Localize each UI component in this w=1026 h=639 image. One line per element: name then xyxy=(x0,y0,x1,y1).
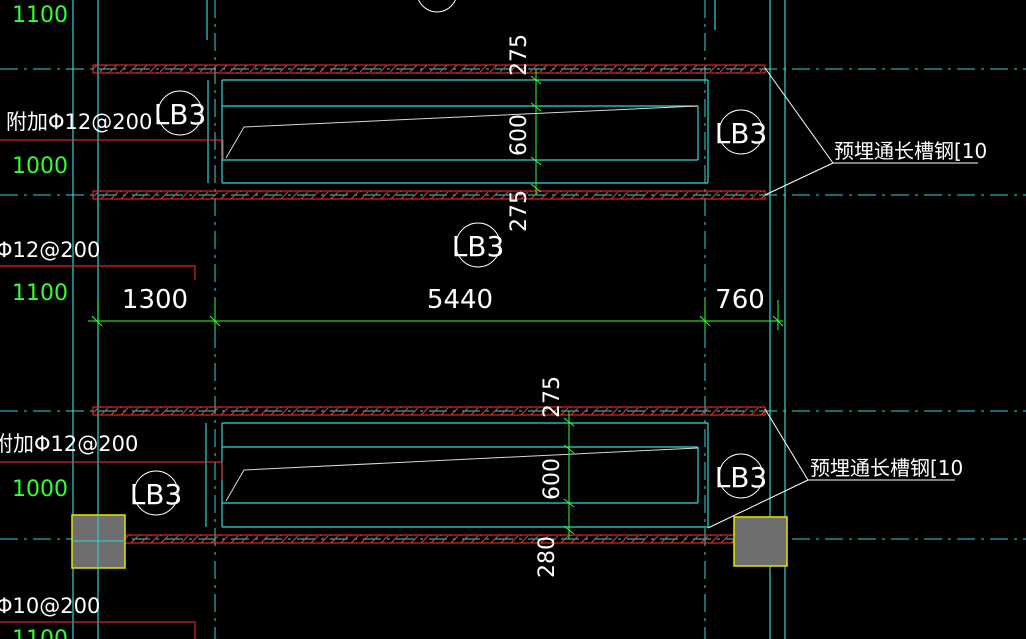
dim-275-b: 275 xyxy=(507,190,532,232)
span-760: 760 xyxy=(715,285,765,315)
dim-1100-b: 1100 xyxy=(12,281,68,306)
slab-tag-label: LB3 xyxy=(154,98,207,131)
dim-275-a: 275 xyxy=(507,34,532,76)
dim-1000-a: 1000 xyxy=(12,154,68,179)
dim-280: 280 xyxy=(535,536,560,578)
dim-1100-top: 1100 xyxy=(12,3,68,28)
dimension-lines xyxy=(88,69,784,539)
left-dimensions: 1100 1000 1100 1000 1100 xyxy=(12,3,68,639)
slab-tags: LB3 LB3 LB3 LB3 LB3 xyxy=(130,0,768,516)
slab-tag-label: LB3 xyxy=(452,230,505,263)
span-dimensions: 1300 5440 760 xyxy=(122,285,765,315)
slab-tag-circle-icon: LB3 xyxy=(452,222,505,268)
note-leaders xyxy=(707,67,978,529)
rebar-label-lower: 附加Φ12@200 xyxy=(0,432,138,456)
slab-tag-label: LB3 xyxy=(715,461,768,494)
rebar-label-top: 附加Φ12@200 xyxy=(6,110,152,134)
span-5440: 5440 xyxy=(427,285,493,315)
beam-outlines xyxy=(72,0,786,639)
slab-tag-circle-partial xyxy=(418,0,456,13)
channel-note-bottom: 预埋通长槽钢[10 xyxy=(810,456,963,480)
slab-tag-circle-icon: LB3 xyxy=(715,453,768,499)
slab-tag-circle-icon: LB3 xyxy=(130,470,183,516)
dim-1000-b: 1000 xyxy=(12,477,68,502)
rebar-label-bottom: Φ10@200 xyxy=(0,594,100,618)
ramp-lines xyxy=(225,105,699,502)
rebar-leaders xyxy=(0,139,224,639)
slab-tag-label: LB3 xyxy=(130,478,183,511)
slab-tag-label: LB3 xyxy=(715,117,768,150)
vertical-dimensions: 275 600 275 275 600 280 xyxy=(507,34,565,578)
slab-tag-circle-icon: LB3 xyxy=(154,90,207,136)
column-square-icon xyxy=(733,516,788,567)
dim-275-c: 275 xyxy=(540,376,565,418)
slab-tag-circle-icon: LB3 xyxy=(715,109,768,155)
rebar-labels: 附加Φ12@200 Φ12@200 附加Φ12@200 Φ10@200 xyxy=(0,110,152,618)
dim-1100-c: 1100 xyxy=(12,627,68,639)
channel-note-top: 预埋通长槽钢[10 xyxy=(834,139,987,163)
span-1300: 1300 xyxy=(122,285,188,315)
columns xyxy=(71,514,788,569)
dim-600-a: 600 xyxy=(507,114,532,156)
dim-600-b: 600 xyxy=(540,458,565,500)
rebar-label-mid: Φ12@200 xyxy=(0,238,100,262)
channel-notes: 预埋通长槽钢[10 预埋通长槽钢[10 xyxy=(810,139,987,480)
